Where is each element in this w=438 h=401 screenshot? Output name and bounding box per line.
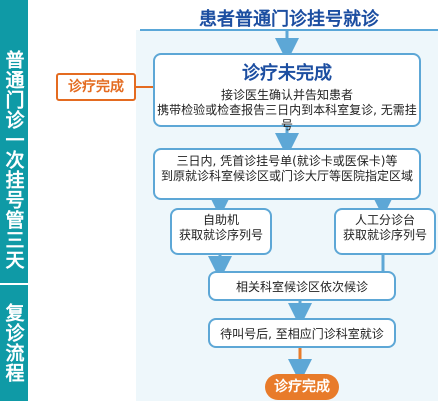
option-self-line1: 自助机: [202, 213, 239, 227]
completed-tag: 诊疗完成: [56, 73, 136, 101]
option-manual-box: 人工分诊台 获取就诊序列号: [334, 208, 436, 255]
sidebar-heading-bottom: 复诊流程: [2, 302, 25, 383]
step3-box: 相关科室候诊区依次候诊: [208, 271, 396, 301]
diagram-title: 患者普通门诊挂号就诊: [199, 9, 379, 30]
title-divider: [140, 29, 438, 31]
step1-heading: 诊疗未完成: [242, 63, 332, 84]
completed-tag-connector: [134, 86, 154, 88]
sidebar-top: [0, 0, 30, 283]
option-self-line2: 获取就诊序列号: [178, 228, 263, 242]
step2-box: 三日内, 凭首诊挂号单(就诊卡或医保卡)等 到原就诊科室候诊区或门诊大厅等医院指…: [153, 148, 421, 200]
option-self-service-box: 自助机 获取就诊序列号: [170, 208, 272, 255]
step1-line1: 接诊医生确认并告知患者: [220, 88, 353, 102]
step4-box: 待叫号后, 至相应门诊科室就诊: [208, 318, 396, 348]
step1-box: 诊疗未完成 接诊医生确认并告知患者 携带检验或检查报告三日内到本科室复诊, 无需…: [153, 53, 421, 132]
option-manual-line1: 人工分诊台: [354, 213, 415, 227]
sidebar-bottom: [0, 285, 28, 401]
option-manual-line2: 获取就诊序列号: [342, 228, 427, 242]
step2-line1: 三日内, 凭首诊挂号单(就诊卡或医保卡)等: [176, 154, 398, 168]
sidebar-heading-top: 普通门诊一次挂号管三天: [2, 50, 25, 270]
step2-line2: 到原就诊科室候诊区或门诊大厅等医院指定区域: [160, 169, 413, 183]
step3-text: 相关科室候诊区依次候诊: [235, 280, 368, 294]
end-badge: 诊疗完成: [265, 374, 339, 400]
step4-text: 待叫号后, 至相应门诊科室就诊: [220, 327, 384, 341]
step1-line2: 携带检验或检查报告三日内到本科室复诊, 无需挂号: [157, 103, 417, 132]
